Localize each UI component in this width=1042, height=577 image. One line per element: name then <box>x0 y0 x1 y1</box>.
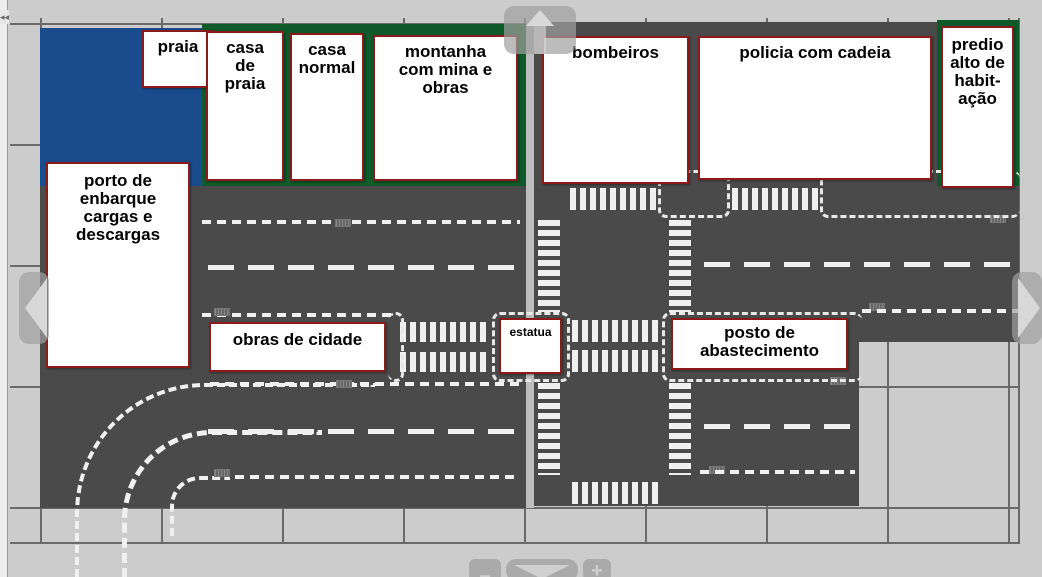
drain-icon <box>336 380 352 388</box>
crosswalk <box>570 188 660 210</box>
label-text: casa de praia <box>224 38 266 93</box>
label-text: predio alto de habit- ação <box>950 35 1005 108</box>
pan-up-button[interactable] <box>504 6 576 54</box>
collapse-panel-button[interactable]: ◂◂ <box>0 10 10 24</box>
crosswalk <box>572 482 662 504</box>
lane-marking <box>704 424 854 429</box>
pan-right-button[interactable] <box>1012 272 1042 344</box>
label-text: policia com cadeia <box>739 43 891 62</box>
label-casa-de-praia[interactable]: casa de praia <box>206 31 284 181</box>
zoom-out-button[interactable]: − <box>469 559 501 577</box>
lane-marking <box>862 309 1018 313</box>
lane-marking <box>208 265 520 270</box>
curb-outline <box>662 312 862 382</box>
pan-left-button[interactable] <box>19 272 49 344</box>
label-praia[interactable]: praia <box>142 30 214 88</box>
label-obras-cidade[interactable]: obras de cidade <box>209 322 386 372</box>
crosswalk <box>732 188 822 210</box>
drain-icon <box>214 469 230 477</box>
crosswalk <box>572 350 662 372</box>
curb-outline <box>658 170 730 218</box>
label-text: porto de enbarque cargas e descargas <box>75 171 161 244</box>
label-posto[interactable]: posto de abastecimento <box>671 318 848 370</box>
label-bombeiros[interactable]: bombeiros <box>542 36 689 184</box>
label-text: casa normal <box>298 40 356 77</box>
lane-marking <box>704 262 1016 267</box>
lane-marking <box>235 475 520 479</box>
label-estatua[interactable]: estatua <box>499 318 562 374</box>
drain-icon <box>335 219 351 227</box>
label-policia[interactable]: policia com cadeia <box>698 36 932 180</box>
curve-marking-middle <box>122 430 322 577</box>
arrow-up-icon-stem <box>534 24 546 54</box>
lane-marking <box>700 470 855 474</box>
pan-down-button[interactable] <box>506 559 578 577</box>
road-seam <box>526 22 534 508</box>
crosswalk <box>538 383 560 475</box>
label-text: praia <box>157 37 199 56</box>
lane-marking <box>202 220 520 224</box>
arrow-left-icon <box>25 278 47 338</box>
label-text: obras de cidade <box>232 330 363 349</box>
zoom-out-icon: − <box>479 566 491 577</box>
label-text: posto de abastecimento <box>699 323 820 360</box>
label-predio[interactable]: predio alto de habit- ação <box>941 26 1014 188</box>
crosswalk <box>669 220 691 312</box>
curb-outline <box>492 312 570 382</box>
drain-icon <box>214 308 230 316</box>
crosswalk <box>400 352 490 372</box>
crosswalk <box>572 320 662 342</box>
curve-marking-inner <box>170 476 230 536</box>
label-casa-normal[interactable]: casa normal <box>290 33 364 181</box>
label-text: montanha com mina e obras <box>398 42 493 97</box>
zoom-in-icon: + <box>591 560 603 577</box>
label-text: bombeiros <box>572 43 659 62</box>
label-porto[interactable]: porto de enbarque cargas e descargas <box>46 162 190 368</box>
label-text: estatua <box>509 325 552 339</box>
arrow-right-icon <box>1018 278 1040 338</box>
label-montanha[interactable]: montanha com mina e obras <box>373 35 518 181</box>
lane-marking <box>202 313 392 317</box>
zoom-in-button[interactable]: + <box>583 559 611 577</box>
crosswalk <box>538 220 560 312</box>
arrow-down-icon <box>514 565 570 577</box>
side-panel-strip <box>0 0 8 577</box>
curb-outline <box>388 312 404 382</box>
crosswalk <box>400 322 490 342</box>
crosswalk <box>669 383 691 475</box>
arrow-up-icon <box>526 10 554 26</box>
